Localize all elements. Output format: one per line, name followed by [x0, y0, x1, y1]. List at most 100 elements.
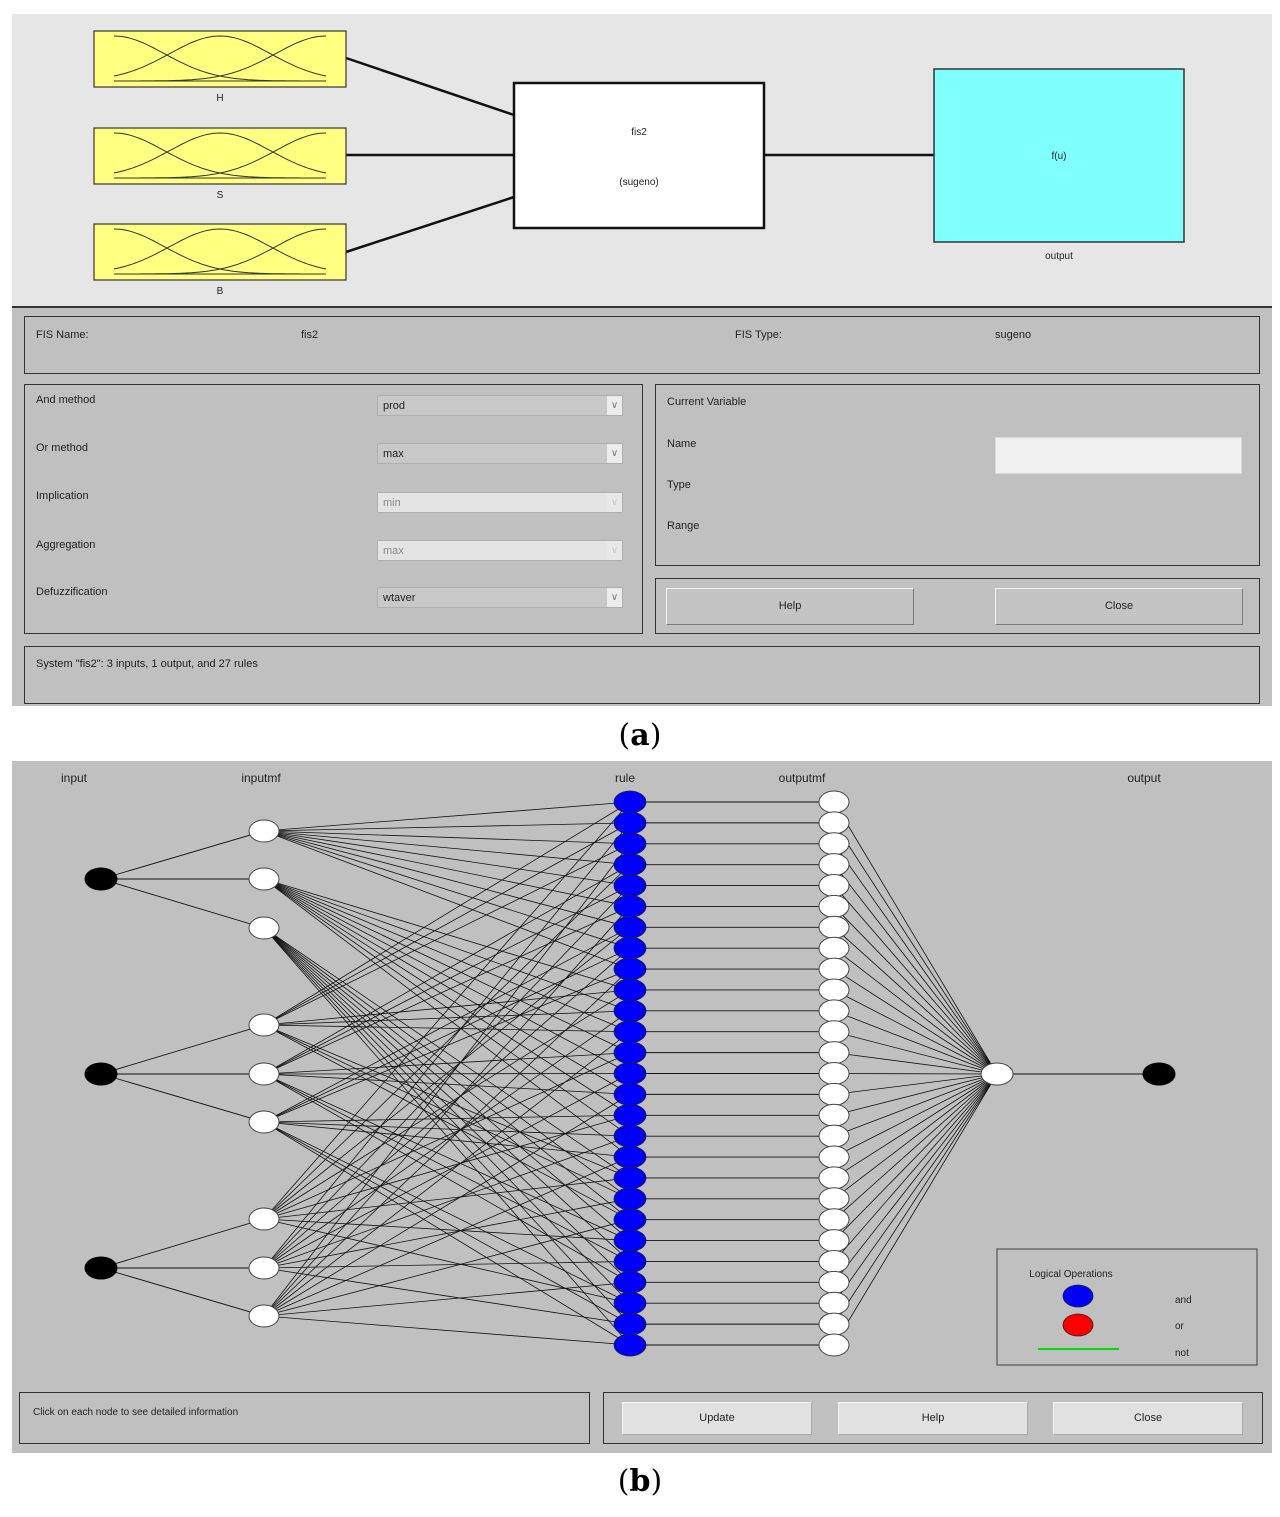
rule-node-18[interactable] — [613, 1145, 647, 1169]
outputmf-node-25[interactable] — [818, 1291, 850, 1315]
outputmf-node-5[interactable] — [818, 874, 850, 898]
outputmf-node-23[interactable] — [818, 1249, 850, 1273]
variable-type-label: Type — [667, 479, 691, 491]
input-block-box[interactable] — [93, 30, 347, 88]
inputmf-node-2-1[interactable] — [248, 1013, 280, 1037]
outputmf-node-6[interactable] — [818, 894, 850, 918]
rule-node-11[interactable] — [613, 999, 647, 1023]
rule-node-6[interactable] — [613, 895, 647, 918]
rule-node-20[interactable] — [613, 1187, 647, 1211]
fis-block-name: fis2 — [631, 127, 647, 138]
network-help-button[interactable]: Help — [838, 1402, 1028, 1435]
rule-node-5[interactable] — [613, 874, 647, 897]
output-block[interactable] — [933, 68, 1185, 243]
outputmf-node-10[interactable] — [818, 978, 850, 1002]
edge-mf-rule — [263, 926, 631, 1123]
update-button[interactable]: Update — [622, 1402, 812, 1435]
outputmf-node-2[interactable] — [818, 811, 850, 835]
or-method-dropdown[interactable]: max∨ — [377, 443, 623, 464]
inputmf-node-3-1[interactable] — [248, 1207, 280, 1231]
outputmf-node-21[interactable] — [818, 1208, 850, 1232]
outputmf-node-20[interactable] — [818, 1187, 850, 1211]
outputmf-node-15[interactable] — [818, 1082, 850, 1106]
rule-node-12[interactable] — [613, 1020, 647, 1044]
outputmf-node-13[interactable] — [818, 1041, 850, 1065]
rule-node-3[interactable] — [613, 832, 647, 856]
outputmf-node-7[interactable] — [818, 915, 850, 939]
outputmf-node-19[interactable] — [818, 1166, 850, 1190]
rule-node-26[interactable] — [613, 1312, 647, 1336]
edge-mf-rule — [263, 1218, 631, 1241]
input-node-1[interactable] — [84, 867, 118, 891]
input-block-h[interactable]: H — [93, 30, 347, 104]
rule-node-2[interactable] — [613, 811, 647, 835]
edge-input-mf — [100, 1218, 265, 1269]
input-block-box[interactable] — [93, 223, 347, 281]
outputmf-node-24[interactable] — [818, 1270, 850, 1294]
close-button[interactable]: Close — [995, 588, 1243, 625]
input-block-s[interactable]: S — [93, 127, 347, 201]
info-frame: Click on each node to see detailed infor… — [19, 1392, 590, 1444]
rule-node-1[interactable] — [613, 790, 647, 814]
outputmf-node-17[interactable] — [818, 1124, 850, 1148]
outputmf-node-16[interactable] — [818, 1103, 850, 1127]
rule-node-8[interactable] — [613, 936, 647, 960]
rule-node-16[interactable] — [613, 1103, 647, 1127]
edge-mf-rule — [263, 1024, 631, 1033]
outputmf-node-12[interactable] — [818, 1020, 850, 1044]
outputmf-node-18[interactable] — [818, 1145, 850, 1169]
rule-node-19[interactable] — [613, 1166, 647, 1190]
variable-name-input[interactable] — [995, 437, 1242, 474]
rule-node-4[interactable] — [613, 853, 647, 877]
inputmf-node-3-3[interactable] — [248, 1304, 280, 1328]
outputmf-node-22[interactable] — [818, 1229, 850, 1253]
edge-outputmf-aggregate — [833, 1073, 998, 1179]
input-block-box[interactable] — [93, 127, 347, 185]
network-close-button[interactable]: Close — [1053, 1402, 1243, 1435]
fis-type-label: FIS Type: — [735, 329, 782, 341]
defuzzification-dropdown[interactable]: wtaver∨ — [377, 587, 623, 608]
outputmf-node-11[interactable] — [818, 999, 850, 1023]
outputmf-node-1[interactable] — [818, 790, 850, 814]
input-node-3[interactable] — [84, 1256, 118, 1280]
and-method-dropdown[interactable]: prod∨ — [377, 395, 623, 416]
outputmf-node-14[interactable] — [818, 1062, 850, 1085]
rule-node-23[interactable] — [613, 1250, 647, 1273]
input-node-2[interactable] — [84, 1062, 118, 1086]
fis-block[interactable] — [512, 81, 766, 230]
outputmf-node-3[interactable] — [818, 832, 850, 856]
outputmf-node-4[interactable] — [818, 853, 850, 877]
rule-node-15[interactable] — [613, 1082, 647, 1106]
inputmf-node-1-1[interactable] — [248, 819, 280, 843]
rule-node-22[interactable] — [613, 1229, 647, 1252]
edge-mf-rule — [263, 878, 631, 991]
outputmf-node-26[interactable] — [818, 1312, 850, 1336]
chevron-down-icon[interactable]: ∨ — [607, 588, 622, 607]
rule-node-14[interactable] — [613, 1062, 647, 1085]
rule-node-24[interactable] — [613, 1270, 647, 1294]
rule-node-27[interactable] — [613, 1333, 647, 1357]
rule-node-21[interactable] — [613, 1208, 647, 1232]
help-button[interactable]: Help — [666, 588, 914, 625]
rule-node-13[interactable] — [613, 1041, 647, 1065]
inputmf-node-2-2[interactable] — [248, 1062, 280, 1086]
output-node[interactable] — [1142, 1062, 1176, 1086]
outputmf-node-9[interactable] — [818, 957, 850, 981]
inputmf-node-1-2[interactable] — [248, 867, 280, 891]
inputmf-node-1-3[interactable] — [248, 916, 280, 940]
fis-name-value[interactable]: fis2 — [301, 329, 319, 341]
aggregate-node[interactable] — [980, 1062, 1014, 1086]
inputmf-node-2-3[interactable] — [248, 1110, 280, 1134]
input-block-b[interactable]: B — [93, 223, 347, 297]
inputmf-node-3-2[interactable] — [248, 1256, 280, 1280]
rule-node-7[interactable] — [613, 915, 647, 939]
rule-node-10[interactable] — [613, 978, 647, 1002]
chevron-down-icon[interactable]: ∨ — [607, 396, 622, 415]
outputmf-node-8[interactable] — [818, 936, 850, 960]
rule-node-25[interactable] — [613, 1291, 647, 1315]
rule-node-9[interactable] — [613, 957, 647, 981]
chevron-down-icon[interactable]: ∨ — [607, 444, 622, 463]
rule-node-17[interactable] — [613, 1124, 647, 1148]
outputmf-node-27[interactable] — [818, 1333, 850, 1357]
